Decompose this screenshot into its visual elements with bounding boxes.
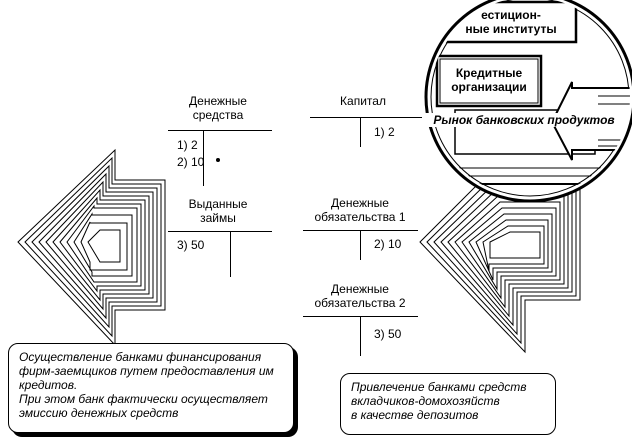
account-liabilities2-entry-1: 3) 50 [374,327,402,341]
account-capital-hline [310,117,422,118]
account-liabilities1-title: Денежные обязательства 1 [314,196,406,224]
account-capital-vline [360,117,361,147]
magnifier-credit-orgs-label: Кредитные организации [451,66,527,94]
account-loans-title: Выданные займы [188,197,248,225]
note-left: Осуществление банками финансирования фир… [8,343,294,433]
note-right: Привлечение банками средств вкладчиков-д… [340,373,556,435]
marker-dot [216,158,220,162]
left-striped-arrow [17,148,166,347]
account-liabilities1-vline [360,230,361,260]
account-cash-entry-1: 1) 2 [177,138,198,152]
account-liabilities2-vline [360,316,361,356]
account-loans-vline [230,231,231,277]
account-cash-entry-2: 2) 10 [177,155,205,169]
account-capital-title: Капитал [340,94,386,108]
magnifier-bank-market-label: Рынок банковских продуктов [424,113,624,127]
account-capital-entry-1: 1) 2 [374,125,395,139]
magnifier-top-box-label: естицион- ные институты [465,8,557,36]
account-cash-title: Денежные средства [189,94,247,122]
account-cash-vline [203,130,204,186]
account-liabilities2-title: Денежные обязательства 2 [314,282,406,310]
account-liabilities1-entry-1: 2) 10 [374,237,402,251]
account-cash-hline [168,130,272,131]
magnifier-lens [424,0,632,203]
account-loans-entry-1: 3) 50 [177,238,205,252]
account-loans-hline [168,231,272,232]
